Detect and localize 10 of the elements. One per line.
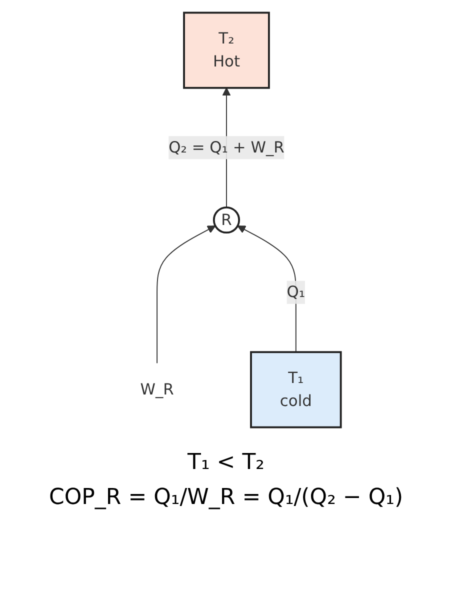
node-text: W_R [140,380,174,398]
node-circle: R [212,206,240,234]
formula-text: T₁ < T₂ [186,450,266,475]
arrow [237,226,296,353]
edge-label: Q₁ [286,282,306,302]
node-box: T₂ Hot [183,12,270,89]
node-box: T₁ cold [250,351,342,428]
arrow [156,226,216,364]
edge-label: Q₂ = Q₁ + W_R [168,138,284,156]
formula-text: COP_R = Q₁/W_R = Q₁/(Q₂ − Q₁) [48,485,404,510]
